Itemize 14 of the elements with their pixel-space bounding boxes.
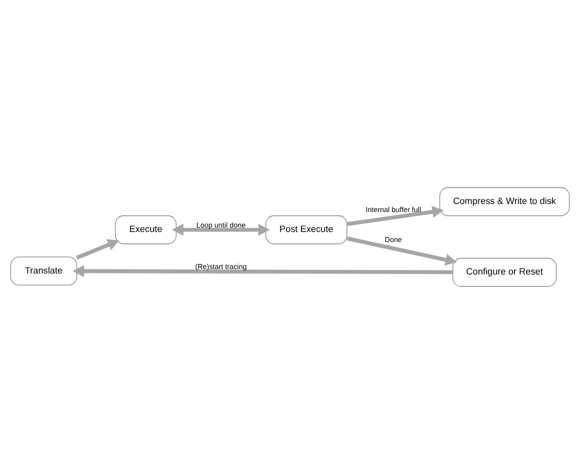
node-box: Post Execute — [265, 215, 348, 244]
edge-label: Loop until done — [196, 220, 246, 230]
edge-label: (Re)start tracing — [195, 262, 247, 271]
edge-label: Done — [384, 235, 402, 244]
arrow — [172, 224, 270, 236]
arrow — [76, 239, 120, 260]
node-box: Translate — [10, 256, 78, 286]
edge-label: Internal buffer full — [366, 205, 422, 214]
node-box: Execute — [115, 215, 177, 244]
node-box: Compress & Write to disk — [439, 187, 570, 216]
node-box: Configure or Reset — [452, 258, 557, 287]
arrow — [346, 236, 457, 266]
arrow — [346, 206, 444, 226]
arrow — [72, 265, 453, 278]
